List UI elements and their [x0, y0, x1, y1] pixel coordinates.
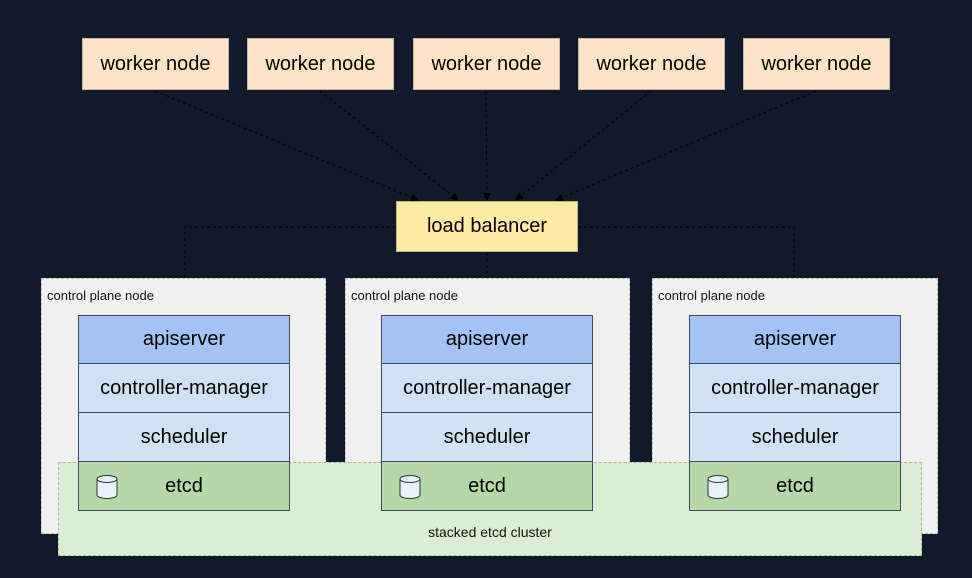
etcd: etcd — [381, 462, 593, 511]
database-icon — [707, 475, 729, 499]
worker-node-1: worker node — [82, 38, 229, 90]
scheduler: scheduler — [381, 413, 593, 462]
worker-to-lb-arrow — [515, 90, 652, 201]
apiserver: apiserver — [381, 315, 593, 364]
apiserver: apiserver — [689, 315, 901, 364]
control-plane-label-2: control plane node — [351, 288, 458, 303]
scheduler: scheduler — [689, 413, 901, 462]
worker-to-lb-arrow — [154, 90, 419, 202]
component-stack-2: apiserver controller-manager scheduler e… — [381, 315, 593, 511]
etcd: etcd — [689, 462, 901, 511]
worker-to-lb-arrow — [482, 90, 491, 201]
apiserver: apiserver — [78, 315, 290, 364]
controller-manager: controller-manager — [689, 364, 901, 413]
controller-manager: controller-manager — [78, 364, 290, 413]
control-plane-label-3: control plane node — [658, 288, 765, 303]
component-stack-3: apiserver controller-manager scheduler e… — [689, 315, 901, 511]
database-icon — [399, 475, 421, 499]
worker-to-lb-arrow — [319, 90, 459, 201]
etcd: etcd — [78, 462, 290, 511]
worker-node-2: worker node — [247, 38, 394, 90]
scheduler: scheduler — [78, 413, 290, 462]
worker-node-3: worker node — [413, 38, 560, 90]
controller-manager: controller-manager — [381, 364, 593, 413]
lb-to-cp1-connector — [184, 226, 396, 315]
load-balancer: load balancer — [396, 201, 578, 252]
component-stack-1: apiserver controller-manager scheduler e… — [78, 315, 290, 511]
lb-to-cp3-connector — [578, 226, 795, 315]
worker-to-lb-arrow — [555, 90, 817, 201]
control-plane-label-1: control plane node — [47, 288, 154, 303]
stacked-etcd-cluster-label: stacked etcd cluster — [428, 524, 552, 540]
worker-node-4: worker node — [578, 38, 725, 90]
worker-node-5: worker node — [743, 38, 890, 90]
database-icon — [96, 475, 118, 499]
